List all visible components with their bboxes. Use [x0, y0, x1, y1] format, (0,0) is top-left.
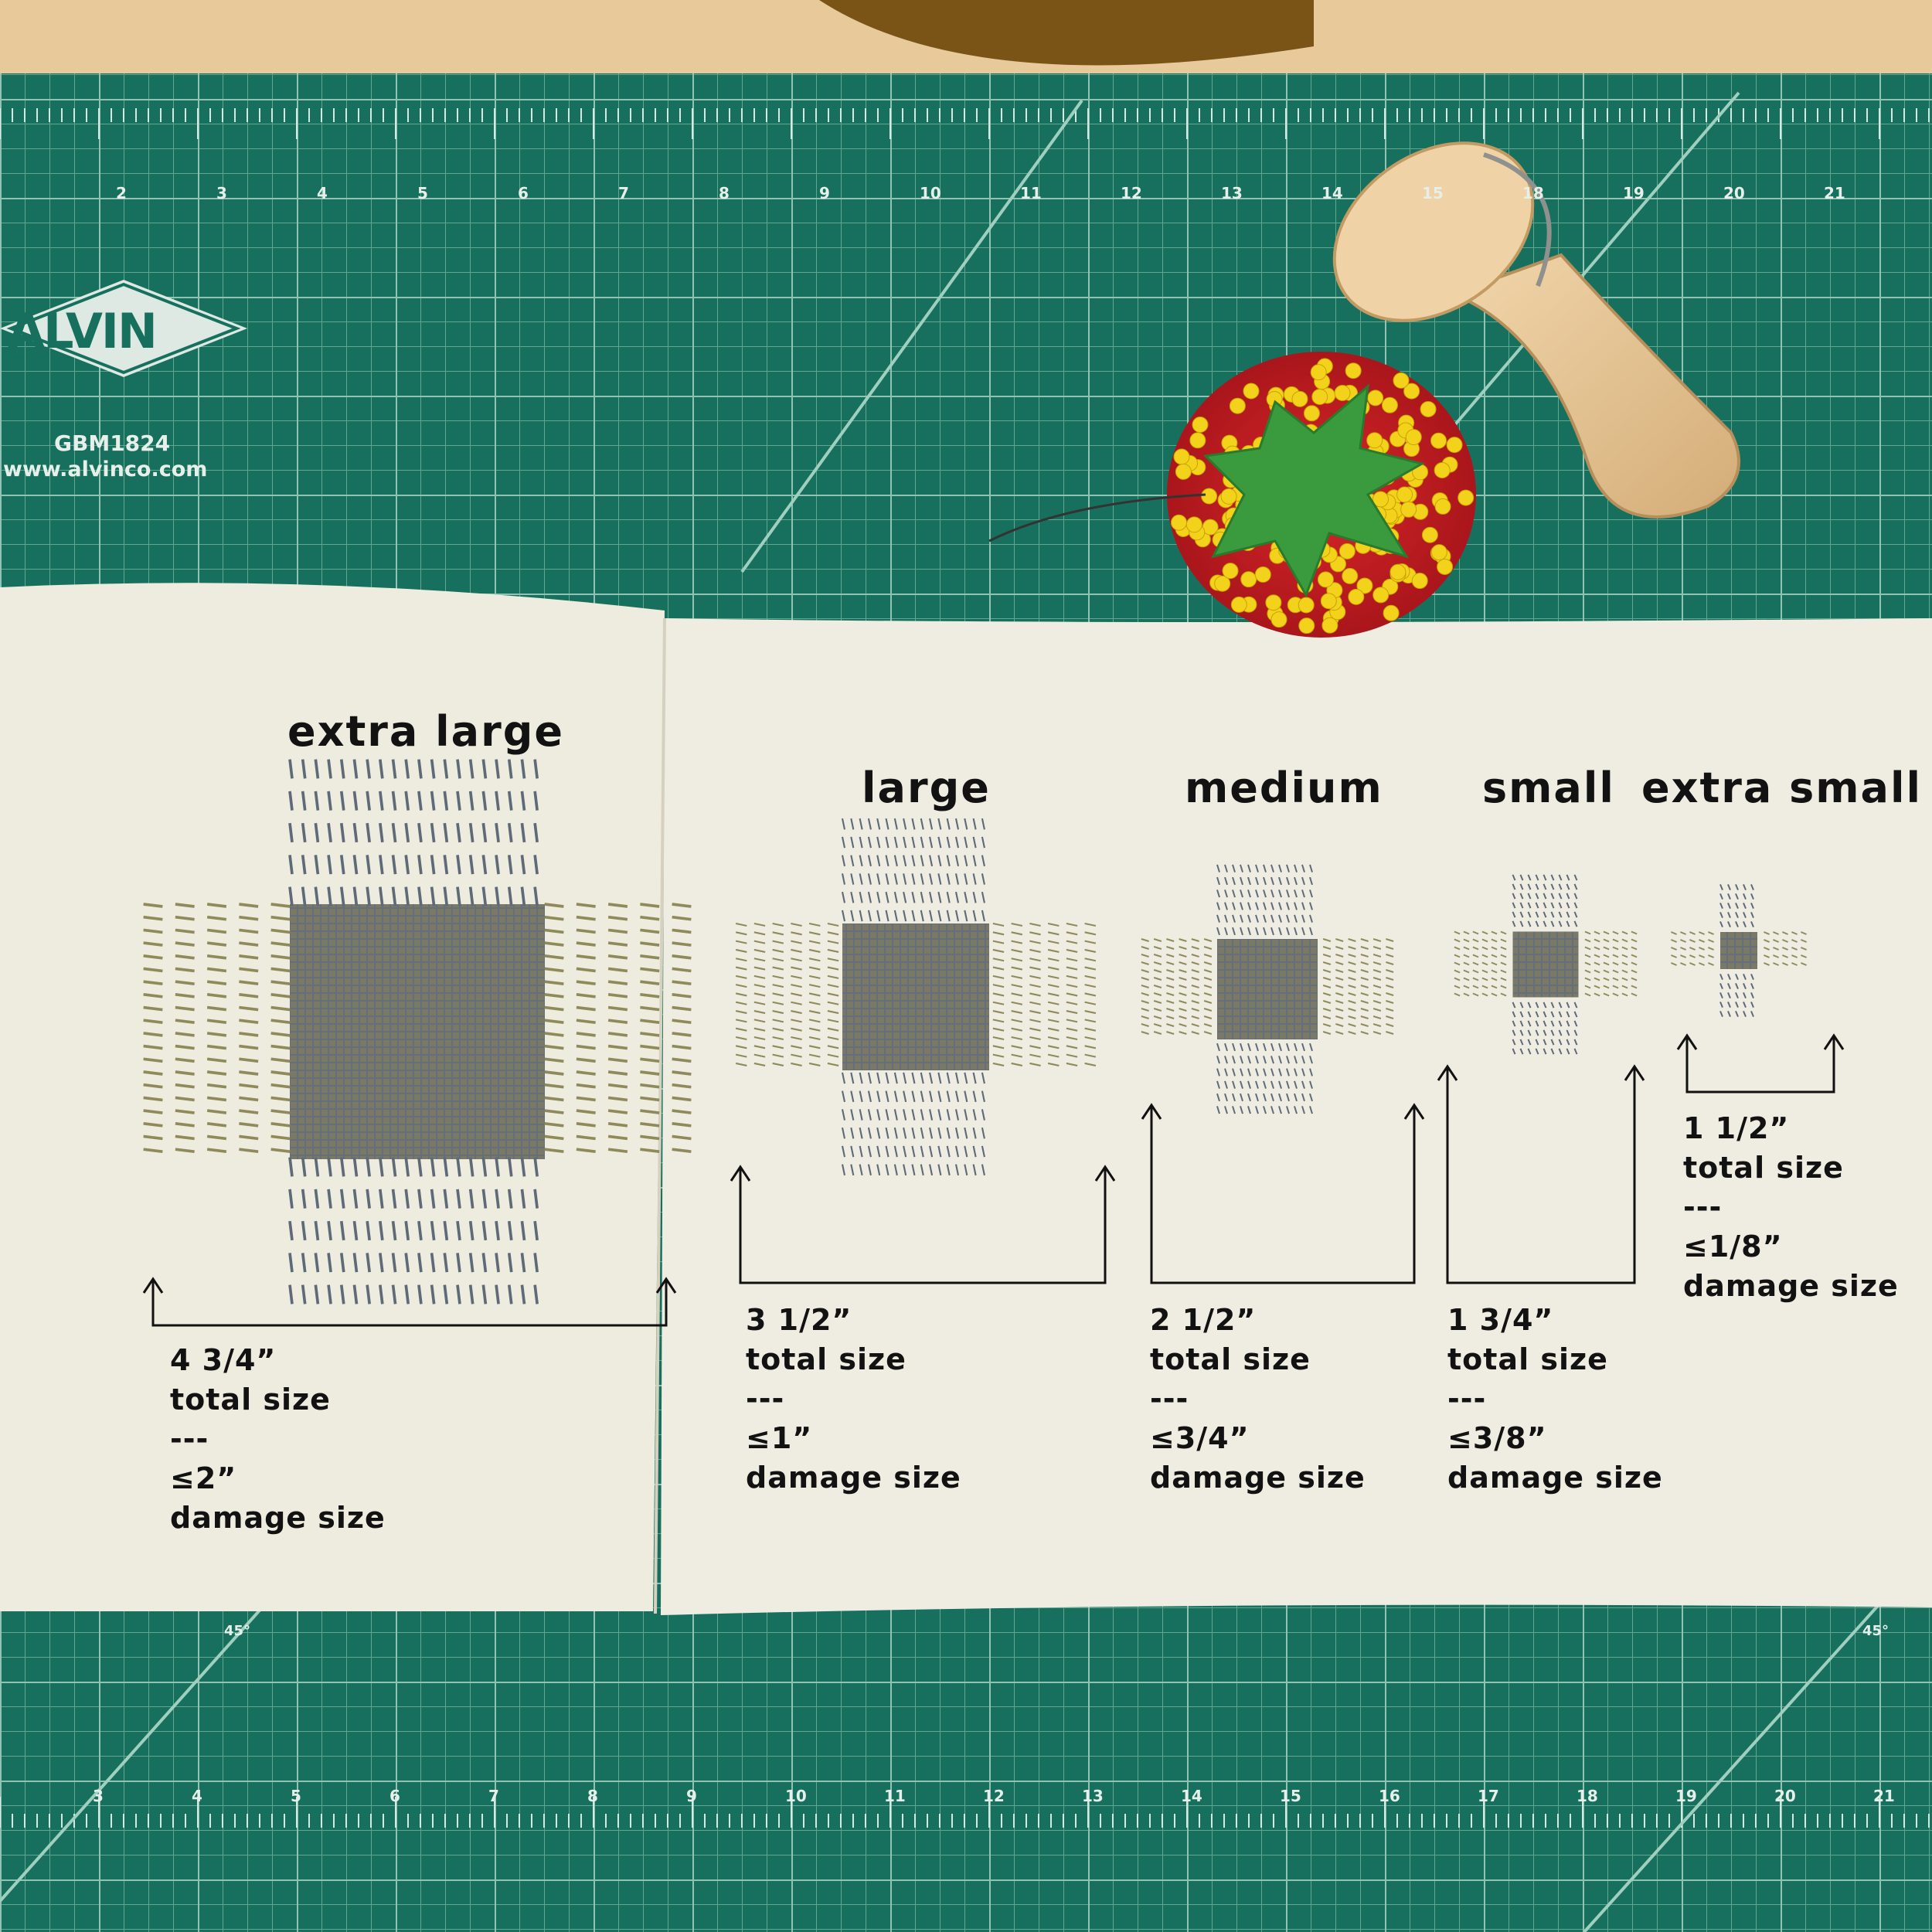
damage-size-label: damage size	[746, 1461, 961, 1495]
damage-size-label: damage size	[1447, 1461, 1663, 1495]
sample-title-extra-small: extra small	[1641, 764, 1923, 812]
dimension-arrows	[142, 1033, 1845, 1327]
angle-mark-left: 45°	[224, 1623, 251, 1639]
damage-size-value: ≤1”	[746, 1421, 813, 1455]
size-note-extra-small: 1 1/2” total size --- ≤1/8” damage size	[1683, 1109, 1899, 1306]
total-size-value: 3 1/2”	[746, 1303, 852, 1337]
top-ruler-number: 21	[1824, 184, 1845, 202]
bottom-ruler-number: 5	[291, 1787, 301, 1805]
bottom-ruler-number: 10	[785, 1787, 807, 1805]
angle-mark-right: 45°	[1862, 1623, 1889, 1639]
bottom-ruler-number: 7	[488, 1787, 499, 1805]
size-note-small: 1 3/4” total size --- ≤3/8” damage size	[1447, 1301, 1663, 1498]
dimension-bracket	[730, 1165, 1116, 1284]
dimension-bracket	[142, 1277, 677, 1327]
top-ruler-number: 12	[1121, 184, 1142, 202]
sample-title-large: large	[862, 764, 991, 812]
sample-title-medium: medium	[1185, 764, 1383, 812]
separator: ---	[1447, 1382, 1487, 1416]
total-size-label: total size	[170, 1383, 331, 1417]
bottom-ruler-number: 11	[884, 1787, 906, 1805]
total-size-label: total size	[1683, 1151, 1844, 1185]
dimension-bracket	[1141, 1103, 1425, 1284]
top-ruler-number: 6	[518, 184, 529, 202]
damage-size-value: ≤2”	[170, 1461, 237, 1495]
darning-sample	[1141, 864, 1394, 1114]
bottom-ruler-number: 19	[1675, 1787, 1697, 1805]
top-ruler-number: 5	[417, 184, 428, 202]
total-size-value: 1 3/4”	[1447, 1303, 1554, 1337]
darning-sample	[735, 818, 1097, 1176]
ruler-ticks	[0, 108, 1930, 1828]
damage-size-label: damage size	[170, 1501, 386, 1535]
darning-mushroom-icon	[1332, 141, 1740, 519]
damage-size-value: ≤3/8”	[1447, 1421, 1547, 1455]
bottom-ruler-number: 17	[1478, 1787, 1499, 1805]
top-ruler-number: 9	[819, 184, 830, 202]
top-ruler-number: 8	[719, 184, 730, 202]
brand-logo-text: ALVIN	[8, 303, 158, 359]
total-size-value: 4 3/4”	[170, 1343, 277, 1377]
alvin-logo-diamond	[0, 280, 247, 377]
bottom-ruler-number: 16	[1379, 1787, 1400, 1805]
top-ruler-number: 11	[1020, 184, 1042, 202]
total-size-value: 2 1/2”	[1150, 1303, 1257, 1337]
top-ruler-number: 3	[216, 184, 227, 202]
top-ruler-number: 18	[1522, 184, 1544, 202]
diagonal-line	[740, 99, 1083, 573]
total-size-label: total size	[1150, 1342, 1311, 1376]
bottom-ruler-number: 6	[389, 1787, 400, 1805]
top-ruler-number: 13	[1221, 184, 1243, 202]
tomato-pincushion-icon	[988, 352, 1476, 638]
dimension-bracket	[1676, 1033, 1845, 1094]
darning-sample	[1454, 874, 1638, 1055]
mat-website: www.alvinco.com	[3, 457, 208, 481]
separator: ---	[170, 1422, 209, 1456]
bottom-ruler-number: 21	[1873, 1787, 1895, 1805]
total-size-value: 1 1/2”	[1683, 1111, 1790, 1145]
top-ruler-number: 10	[920, 184, 941, 202]
darning-samples	[143, 759, 1807, 1304]
separator: ---	[746, 1382, 785, 1416]
bottom-ruler-number: 20	[1774, 1787, 1796, 1805]
sample-title-extra-large: extra large	[287, 707, 564, 756]
sample-title-small: small	[1482, 764, 1615, 812]
size-note-medium: 2 1/2” total size --- ≤3/4” damage size	[1150, 1301, 1366, 1498]
bottom-ruler-number: 14	[1181, 1787, 1202, 1805]
bottom-ruler-number: 13	[1082, 1787, 1104, 1805]
top-ruler-number: 20	[1723, 184, 1745, 202]
damage-size-label: damage size	[1150, 1461, 1366, 1495]
damage-size-label: damage size	[1683, 1269, 1899, 1303]
bottom-ruler-number: 12	[983, 1787, 1005, 1805]
damage-size-value: ≤3/4”	[1150, 1421, 1250, 1455]
darning-sample	[1671, 884, 1807, 1017]
top-ruler-number: 14	[1321, 184, 1343, 202]
fabric-right	[661, 618, 1932, 1615]
bottom-ruler-number: 18	[1577, 1787, 1598, 1805]
top-ruler-number: 2	[116, 184, 127, 202]
top-ruler-number: 4	[317, 184, 328, 202]
bottom-ruler-number: 8	[587, 1787, 598, 1805]
top-ruler-number: 19	[1623, 184, 1645, 202]
bottom-ruler-number: 3	[93, 1787, 104, 1805]
bottom-ruler-number: 4	[192, 1787, 202, 1805]
bottom-ruler-number: 9	[686, 1787, 697, 1805]
dimension-bracket	[1437, 1064, 1645, 1284]
bottom-ruler-number: 15	[1280, 1787, 1301, 1805]
size-note-extra-large: 4 3/4” total size --- ≤2” damage size	[170, 1341, 386, 1538]
total-size-label: total size	[746, 1342, 906, 1376]
damage-size-value: ≤1/8”	[1683, 1230, 1783, 1264]
total-size-label: total size	[1447, 1342, 1608, 1376]
top-ruler-number: 15	[1422, 184, 1444, 202]
separator: ---	[1150, 1382, 1189, 1416]
top-ruler-number: 7	[618, 184, 629, 202]
separator: ---	[1683, 1190, 1723, 1224]
darning-sample	[143, 759, 692, 1304]
wooden-tray	[819, 0, 1314, 66]
size-note-large: 3 1/2” total size --- ≤1” damage size	[746, 1301, 961, 1498]
mat-model-number: GBM1824	[54, 430, 171, 456]
